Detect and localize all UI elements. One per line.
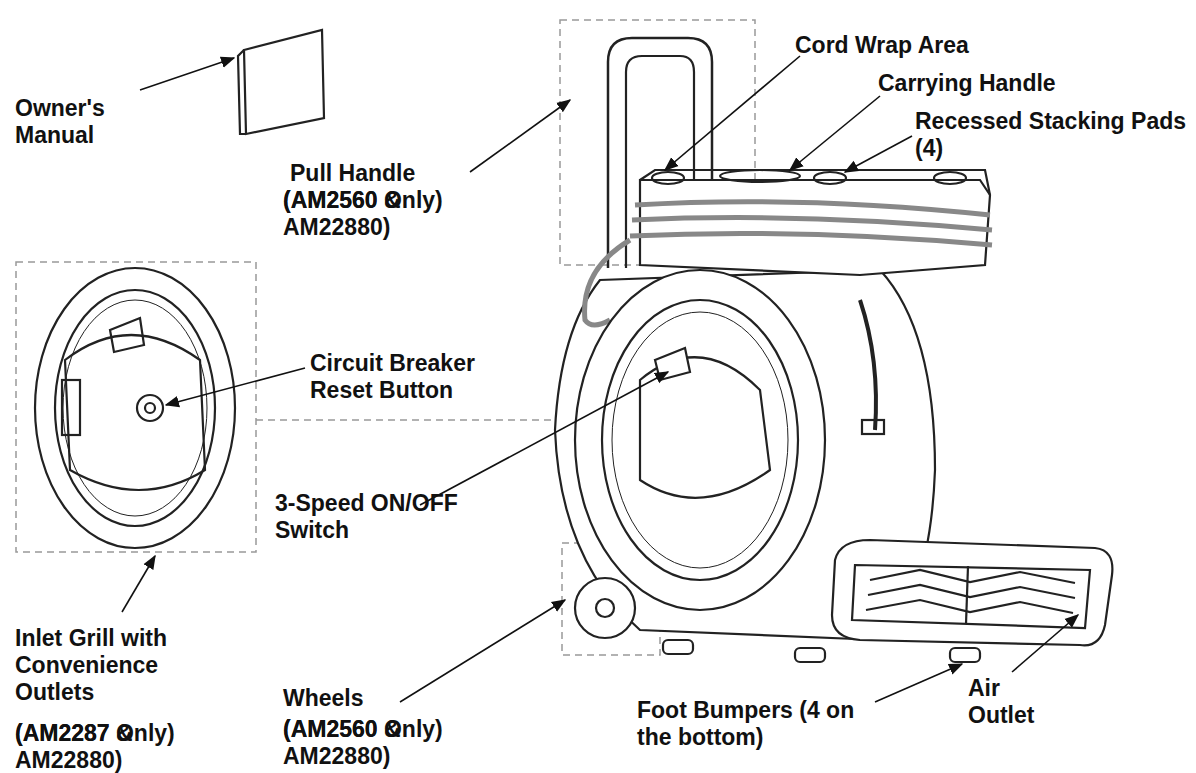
manual-spine [238, 50, 246, 134]
leader-line [122, 556, 155, 612]
part-label: (AM2560 & AM22880) [283, 716, 413, 770]
detail-link [256, 419, 575, 421]
foot-bumper [663, 640, 693, 654]
wheel-hub [596, 599, 614, 617]
part-label: Carrying Handle [878, 70, 1148, 97]
inlet-grill [612, 312, 788, 568]
carry-handle [720, 170, 800, 182]
leader-line [400, 600, 565, 702]
outlet-vanes [866, 570, 1075, 613]
stack-pad [934, 172, 966, 184]
part-label: Foot Bumpers (4 on the bottom) [637, 697, 877, 751]
part-label: Air Outlet [968, 675, 1063, 729]
leader-line [665, 56, 800, 170]
leader-line [166, 368, 305, 405]
leader-line [790, 96, 880, 170]
cord-clip [862, 420, 884, 434]
part-label: Inlet Grill with Convenience Outlets [15, 625, 215, 706]
wheel [575, 578, 635, 638]
convenience-outlet [62, 380, 80, 435]
manual-booklet [244, 30, 324, 134]
part-label: 3-Speed ON/OFF Switch [275, 490, 505, 544]
leader-line [140, 58, 234, 90]
outlet-frame [852, 565, 1090, 628]
cord-wrap [635, 202, 990, 215]
foot-bumper [950, 648, 980, 662]
cord-wrap [632, 218, 992, 230]
outlet-divider [966, 566, 968, 624]
reset-button [137, 395, 163, 421]
detail-motor [65, 335, 205, 490]
leader-line [420, 372, 668, 505]
stack-pad [814, 172, 846, 184]
inlet-detail-box [16, 262, 256, 552]
detail-grill [55, 290, 215, 526]
air-outlet [832, 540, 1112, 645]
detail-switch [110, 318, 144, 352]
leader-line [1012, 615, 1078, 672]
leader-line [875, 664, 962, 702]
top-rim [640, 170, 990, 195]
part-label: (AM2287 & AM22880) [15, 720, 145, 773]
part-label: Cord Wrap Area [795, 32, 1055, 59]
detail-grill-ring [35, 268, 235, 548]
part-label: Owner's Manual [15, 95, 145, 149]
part-label: Circuit Breaker Reset Button [310, 350, 530, 404]
part-label: Pull Handle [290, 160, 490, 187]
speed-switch [655, 348, 690, 380]
stack-pad [652, 172, 684, 184]
reset-button-center [145, 403, 155, 413]
cord-side [860, 300, 876, 430]
inlet-grill [602, 300, 798, 580]
part-label: Recessed Stacking Pads (4) [915, 108, 1195, 162]
part-label: (AM2560 & AM22880) [283, 187, 413, 241]
leader-line [845, 136, 912, 172]
leader-line [470, 100, 570, 172]
part-label: Wheels [283, 685, 483, 712]
detail-grill [63, 300, 207, 516]
cord-wrap [630, 233, 992, 245]
foot-bumper [795, 648, 825, 662]
inlet-ring [575, 270, 825, 610]
